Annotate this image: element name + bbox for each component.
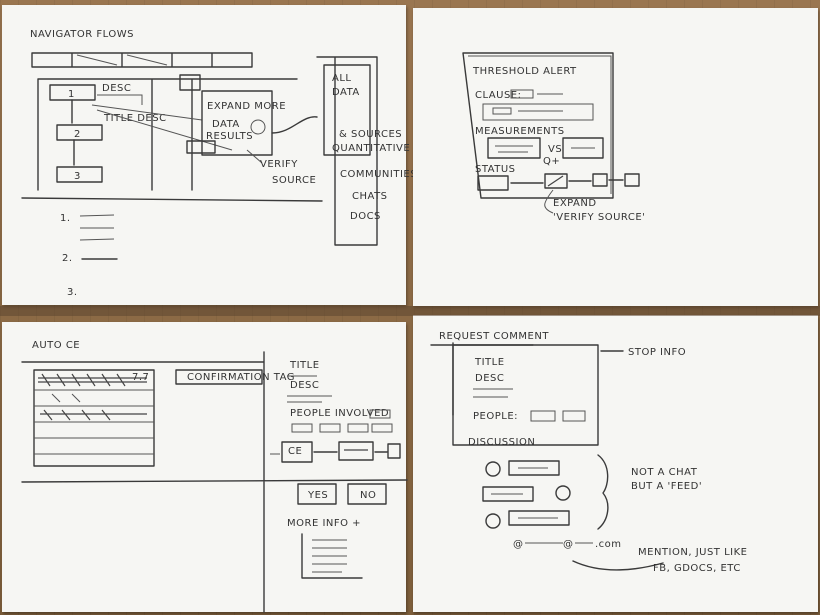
auto-ce-title: AUTO CE xyxy=(32,340,80,351)
sidebar-quantitative: QUANTITATIVE xyxy=(332,143,410,154)
vs-label: VS xyxy=(548,144,562,155)
data-table-sketch xyxy=(33,369,155,467)
flow-step-1-label: 1 xyxy=(68,89,75,100)
mention-note-2: FB, GDOCS, ETC xyxy=(653,563,741,574)
people-label: PEOPLE: xyxy=(473,411,518,422)
people-involved-label: PEOPLE INVOLVED xyxy=(290,408,389,419)
sidebar-chats: CHATS xyxy=(352,191,388,202)
title-desc-label: TITLE DESC xyxy=(103,113,167,124)
stop-info-label: STOP INFO xyxy=(628,347,686,358)
flow-step-box-2 xyxy=(56,124,103,141)
table-gap-horizontal xyxy=(0,306,820,316)
mention-at-2: @ xyxy=(563,539,574,550)
discussion-label: DISCUSSION xyxy=(468,437,535,448)
but-a-feed-note: BUT A 'FEED' xyxy=(631,481,702,492)
navigator-flows-sketch: NAVIGATOR FLOWS 1 2 3 DESC TITLE DESC EX… xyxy=(21,29,417,298)
right-desc: DESC xyxy=(290,380,319,391)
expand-note: EXPAND xyxy=(553,198,597,209)
flow-step-2-label: 2 xyxy=(74,129,81,140)
list-item-2: 2. xyxy=(62,253,73,264)
list-item-3: 3. xyxy=(67,287,78,298)
sidebar-communities: COMMUNITIES xyxy=(340,169,417,180)
sidebar-docs: DOCS xyxy=(350,211,381,222)
ratio-label: 7.7 xyxy=(132,372,149,383)
sidebar-sketch xyxy=(316,56,378,246)
request-comment-sketch: REQUEST COMMENT STOP INFO TITLE DESC PEO… xyxy=(430,331,748,574)
measurements-label: MEASUREMENTS xyxy=(475,126,565,137)
no-button-sketch xyxy=(347,483,387,505)
threshold-alert-title: THRESHOLD ALERT xyxy=(472,66,577,77)
expand-more-label: EXPAND MORE xyxy=(207,101,286,112)
right-title: TITLE xyxy=(289,360,320,371)
list-item-1: 1. xyxy=(60,213,71,224)
avatar-2 xyxy=(555,485,571,501)
yes-label: YES xyxy=(307,490,328,501)
more-info-label: MORE INFO + xyxy=(287,518,361,529)
mention-at-1: @ xyxy=(513,539,524,550)
sketch-sheet-threshold-alert: THRESHOLD ALERT CLAUSE: MEASUREMENTS VS … xyxy=(413,8,818,306)
flow-step-box-3 xyxy=(56,166,103,183)
verify-source-label-2: SOURCE xyxy=(272,175,316,186)
results-label: RESULTS xyxy=(206,131,253,142)
flow-step-3-label: 3 xyxy=(74,171,81,182)
sidebar-all: ALL xyxy=(332,73,351,84)
sketch-sheet-auto-ce: AUTO CE 7.7 CONFIRMATION TAG TITLE DESC … xyxy=(2,322,408,613)
arrow-to-sidebar xyxy=(271,116,318,134)
sheet1-title: NAVIGATOR FLOWS xyxy=(30,29,134,40)
confirmation-tag-label: CONFIRMATION TAG xyxy=(187,372,295,383)
avatar-1 xyxy=(485,461,501,477)
sketch-sheet-navigator-flows: NAVIGATOR FLOWS 1 2 3 DESC TITLE DESC EX… xyxy=(2,5,417,305)
card-desc: DESC xyxy=(475,373,504,384)
sketch-sheet-request-comment: REQUEST COMMENT STOP INFO TITLE DESC PEO… xyxy=(413,315,818,612)
comment-card-sketch xyxy=(452,344,599,446)
clause-label: CLAUSE: xyxy=(475,90,521,101)
threshold-alert-sketch: THRESHOLD ALERT CLAUSE: MEASUREMENTS VS … xyxy=(462,52,645,223)
no-label: NO xyxy=(360,490,376,501)
mention-com: .com xyxy=(595,539,622,550)
status-label: STATUS xyxy=(475,164,516,175)
desc-label: DESC xyxy=(102,83,131,94)
request-comment-title: REQUEST COMMENT xyxy=(439,331,549,342)
verify-source-note: 'VERIFY SOURCE' xyxy=(553,212,645,223)
data-label: DATA xyxy=(212,119,240,130)
sidebar-data: DATA xyxy=(332,87,360,98)
verify-source-label: VERIFY xyxy=(260,159,298,170)
mention-note: MENTION, JUST LIKE xyxy=(638,547,748,558)
not-a-chat-note: NOT A CHAT xyxy=(631,467,698,478)
sidebar-sources: & SOURCES xyxy=(339,129,402,140)
ce-label: CE xyxy=(288,446,302,457)
q-plus-label: Q+ xyxy=(543,156,560,167)
avatar-3 xyxy=(485,513,501,529)
yes-button-sketch xyxy=(297,483,337,505)
auto-ce-sketch: AUTO CE 7.7 CONFIRMATION TAG TITLE DESC … xyxy=(21,340,408,613)
card-title: TITLE xyxy=(474,357,505,368)
